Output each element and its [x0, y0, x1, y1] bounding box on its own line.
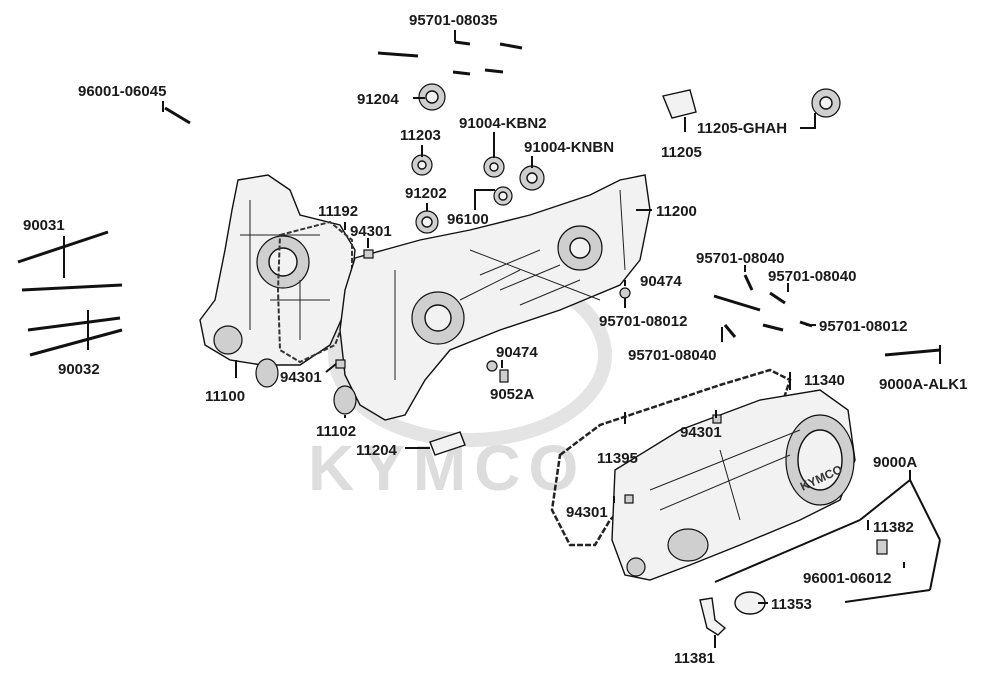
crankcase-gasket	[276, 220, 353, 364]
bolts-95701-08040	[713, 274, 813, 338]
part-label: 96100	[447, 211, 489, 228]
part-label: 9000A-ALK1	[879, 376, 967, 393]
part-label: 11353	[771, 596, 812, 613]
bushing-11205-ghah	[811, 88, 841, 118]
part-label: 11205-GHAH	[697, 120, 787, 137]
bolts-95701-08035	[377, 40, 523, 76]
transmission-cover: KYMCO	[611, 389, 856, 581]
dowel-94301-cover-b	[624, 494, 634, 504]
part-label: 9000A	[873, 454, 917, 471]
stud-bolts	[17, 230, 123, 357]
bearing-96100	[493, 186, 513, 206]
part-label: 11204	[356, 442, 398, 459]
transmission-cover-gasket	[550, 368, 792, 547]
part-label: 95701-08012	[599, 313, 687, 330]
part-label: 91004-KBN2	[459, 115, 547, 132]
part-label: 95701-08040	[696, 250, 784, 267]
dowel-94301-left	[335, 359, 346, 369]
part-label: 11205	[661, 144, 702, 161]
bolts-9000a	[714, 479, 941, 603]
bearing-91004-kbn2	[483, 156, 505, 178]
part-label: 90031	[23, 217, 65, 234]
mount-bushing-11100	[255, 358, 279, 388]
part-label: 95701-08040	[768, 268, 856, 285]
bushing-11205	[662, 89, 697, 119]
bearing-91204	[418, 83, 446, 111]
bolt-96001-06045	[164, 106, 191, 125]
bracket-11381	[699, 597, 727, 636]
bearing-11203	[411, 154, 433, 176]
part-label: 11340	[804, 372, 845, 389]
pipe-11204	[429, 431, 466, 456]
part-label: 90474	[496, 344, 538, 361]
part-labels: 95701-08035 96001-06045 91204 11203 9100…	[23, 12, 967, 667]
part-label: 96001-06012	[803, 570, 891, 587]
oil-drain-bolt-9052a	[499, 369, 509, 383]
part-label: 11192	[318, 203, 358, 220]
part-label: 94301	[566, 504, 608, 521]
bearing-91004-knbn	[519, 165, 545, 191]
part-label: 95701-08040	[628, 347, 716, 364]
part-label: 11102	[316, 423, 356, 440]
part-label: 95701-08012	[819, 318, 907, 335]
part-label: 94301	[680, 424, 722, 441]
part-label: 90474	[640, 273, 682, 290]
part-label: 96001-06045	[78, 83, 166, 100]
part-label: 11200	[656, 203, 697, 220]
leader-lines	[63, 30, 941, 648]
part-label: 91202	[405, 185, 447, 202]
part-label: 91204	[357, 91, 399, 108]
part-label: 91004-KNBN	[524, 139, 614, 156]
seal-91202	[415, 210, 439, 234]
part-label: 94301	[350, 223, 392, 240]
right-crankcase	[339, 174, 651, 421]
part-label: 95701-08035	[409, 12, 497, 29]
washer-90474-top	[619, 287, 631, 299]
bolts-9000a-alk1	[884, 348, 941, 357]
mount-bushing-11102	[333, 385, 357, 415]
part-label: 94301	[280, 369, 322, 386]
clip-11382	[876, 539, 888, 555]
part-label: 11382	[873, 519, 914, 536]
dowel-94301-top	[363, 249, 374, 259]
part-label: 9052A	[490, 386, 534, 403]
part-label: 90032	[58, 361, 100, 378]
washer-90474-mid	[486, 360, 498, 372]
part-label: 11100	[205, 388, 245, 405]
part-label: 11203	[400, 127, 441, 144]
part-label: 11381	[674, 650, 715, 667]
part-label: 11395	[597, 450, 638, 467]
left-crankcase	[199, 174, 356, 366]
